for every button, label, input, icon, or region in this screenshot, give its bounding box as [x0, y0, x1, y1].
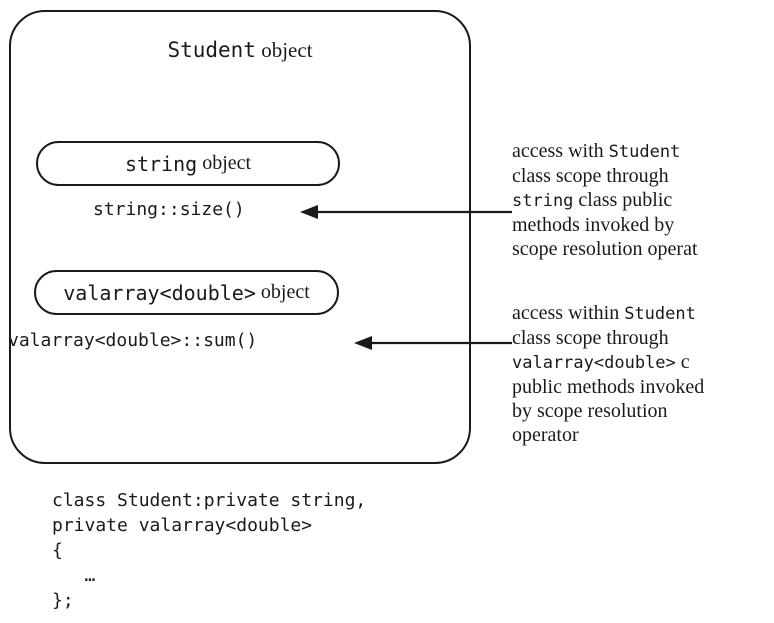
valarray-object-code: valarray<double>	[63, 280, 256, 305]
code-line: …	[52, 565, 96, 586]
note-code: Student	[624, 304, 696, 324]
valarray-sum-method: valarray<double>::sum()	[8, 330, 258, 351]
student-object-box	[9, 10, 471, 464]
string-object-text: object	[197, 152, 252, 174]
class-declaration-code: class Student:private string, private val…	[52, 488, 366, 613]
note-valarray-line-1: access within Student	[512, 301, 774, 326]
string-object-code: string	[124, 151, 198, 176]
note-code: Student	[608, 142, 681, 162]
note-string-line-1: access with Student	[512, 139, 774, 164]
valarray-access-annotation: access within Student class scope throug…	[512, 301, 774, 447]
note-valarray-line-2: class scope through	[512, 327, 669, 349]
string-object-pill: string object	[36, 141, 340, 186]
string-access-annotation: access with Student class scope through …	[512, 139, 774, 261]
code-line: class Student:private string,	[52, 490, 367, 511]
note-valarray-line-4: public methods invoked	[512, 376, 705, 398]
note-code: valarray<double>	[512, 353, 676, 373]
note-code: string	[512, 191, 574, 211]
string-size-method: string::size()	[93, 199, 245, 220]
note-string-line-5: scope resolution operat	[512, 238, 698, 260]
note-text: access within	[512, 302, 625, 324]
valarray-object-text: object	[255, 281, 310, 303]
code-line: private valarray<double>	[52, 515, 313, 536]
student-title-text: object	[255, 38, 313, 62]
note-text: c	[675, 351, 690, 373]
note-valarray-line-3: valarray<double> c	[512, 350, 774, 375]
note-valarray-line-5: by scope resolution	[512, 400, 668, 422]
note-string-line-4: methods invoked by	[512, 214, 675, 236]
note-text: class public	[573, 189, 673, 211]
student-object-title: Student object	[9, 38, 471, 63]
note-string-line-2: class scope through	[512, 165, 669, 187]
student-title-code: Student	[167, 38, 256, 62]
valarray-object-pill: valarray<double> object	[34, 270, 339, 315]
note-string-line-3: string class public	[512, 188, 774, 213]
code-line: };	[52, 590, 74, 611]
code-line: {	[52, 540, 63, 561]
note-valarray-line-6: operator	[512, 424, 579, 446]
note-text: access with	[512, 140, 609, 162]
